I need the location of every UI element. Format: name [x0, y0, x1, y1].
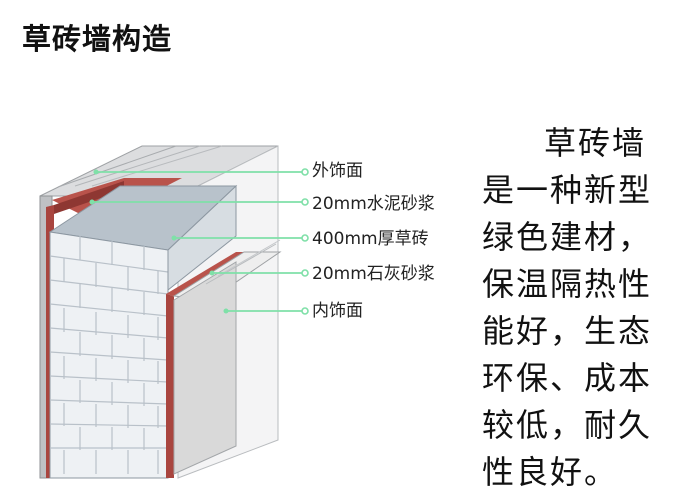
description-text: 草砖墙 是一种新型 绿色建材， 保温隔热性 能好，生态 环保、成本 较低，耐久 … [482, 120, 672, 496]
inner-finish-layer [172, 239, 282, 475]
description-line: 能好，生态 [482, 312, 653, 350]
label-inner-finish: 内饰面 [312, 301, 363, 321]
description-line: 环保、成本 [482, 359, 653, 397]
description-line: 草砖墙 [544, 124, 647, 162]
leader-dot-outer-finish-start [93, 169, 99, 175]
leader-dot-outer-finish-end [301, 168, 309, 176]
leader-dot-inner-finish-end [301, 307, 309, 315]
label-cement-mortar: 20mm水泥砂浆 [312, 194, 435, 214]
label-straw-brick: 400mm厚草砖 [312, 229, 429, 249]
description-line: 保温隔热性 [482, 265, 653, 303]
leader-dot-inner-finish-start [223, 308, 229, 314]
lime-mortar-layer [166, 252, 244, 478]
description-line: 是一种新型 [482, 171, 653, 209]
description-line: 性良好。 [482, 453, 619, 491]
lime-mortar-face [166, 294, 174, 478]
leader-dot-lime-mortar-end [301, 269, 309, 277]
label-lime-mortar: 20mm石灰砂浆 [312, 264, 435, 284]
description-line: 绿色建材， [482, 218, 653, 256]
leader-lines [89, 168, 309, 315]
description-line: 较低，耐久 [482, 406, 653, 444]
leader-dot-straw-brick-end [301, 234, 309, 242]
leader-dot-cement-mortar-start [89, 199, 95, 205]
leader-dot-lime-mortar-start [209, 270, 215, 276]
straw-brick-face [49, 231, 169, 479]
inner-finish-face [173, 261, 237, 475]
leader-dot-cement-mortar-end [301, 198, 309, 206]
page-title: 草砖墙构造 [22, 22, 173, 56]
lime-mortar-top [166, 252, 244, 296]
leader-dot-straw-brick-start [171, 235, 177, 241]
label-outer-finish: 外饰面 [312, 161, 363, 181]
